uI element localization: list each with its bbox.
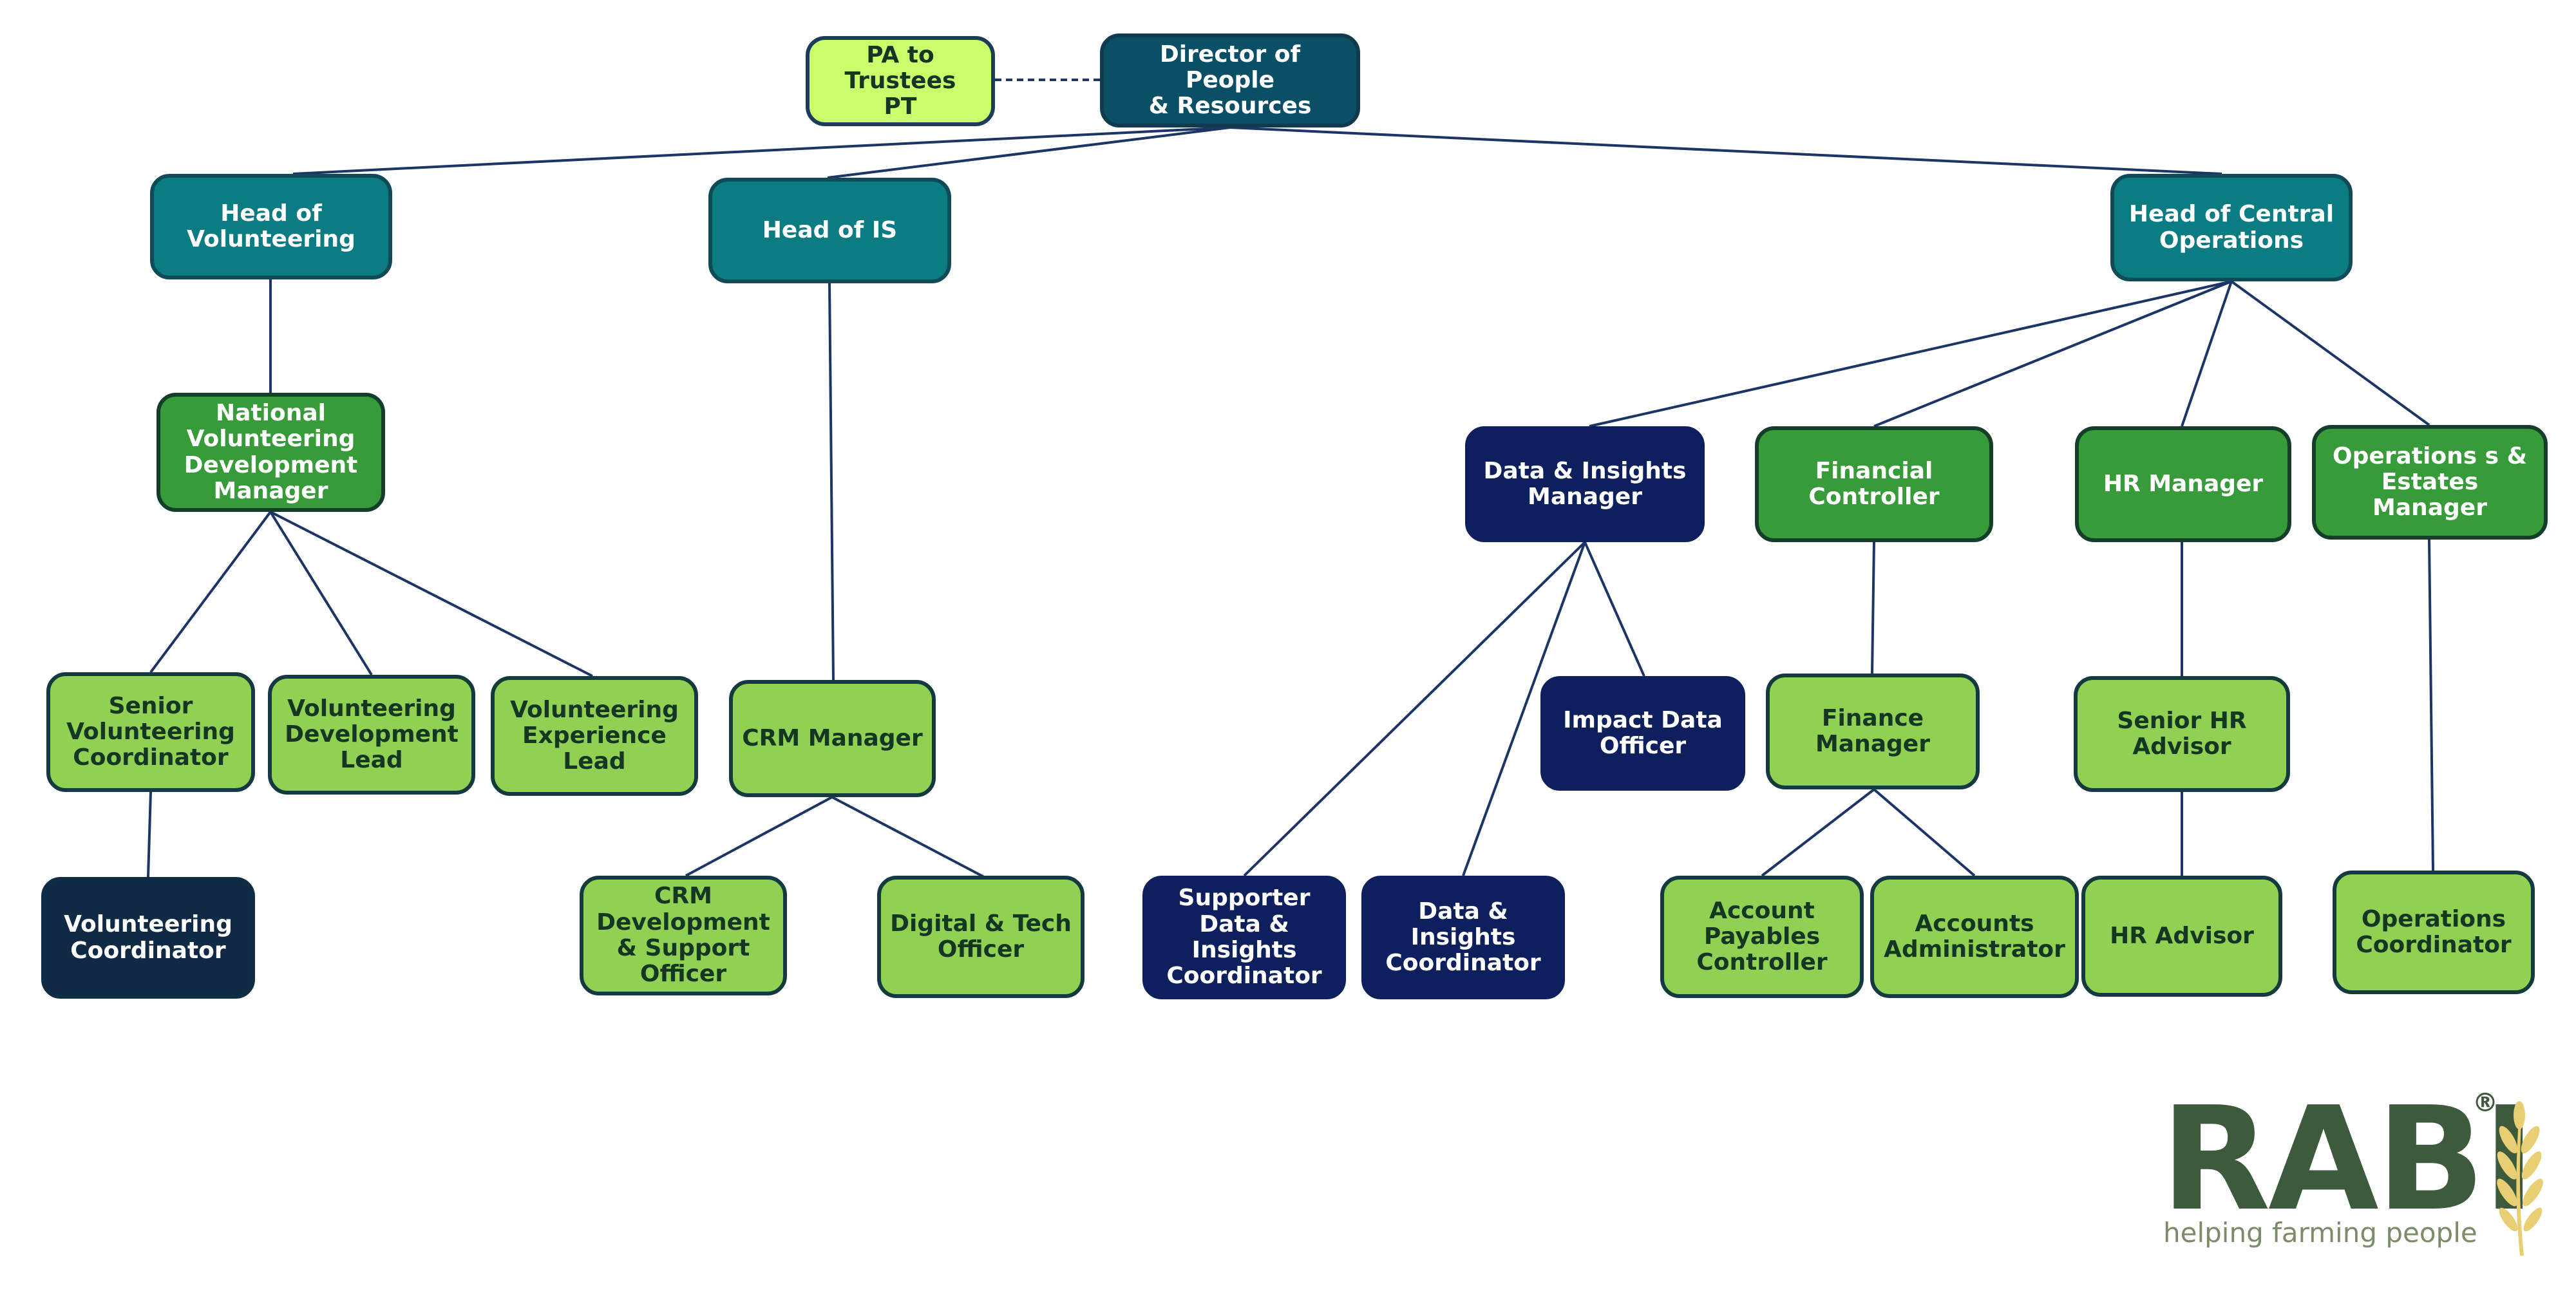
volunteering-coordinator-box: Volunteering Coordinator [41,877,255,999]
crm-development-support-officer-box: CRM Development & Support Officer [580,876,787,995]
financial-controller-box: Financial Controller [1755,426,1993,542]
node-label: CRM Development & Support Officer [596,883,770,988]
connector-line [685,796,833,877]
registered-mark: ® [2472,1088,2498,1118]
volunteering-development-lead-box: Volunteering Development Lead [268,675,475,795]
node-label: Supporter Data & Insights Coordinator [1166,885,1322,990]
impact-data-officer-box: Impact Data Officer [1540,676,1745,791]
node-label: Digital & Tech Officer [890,910,1072,963]
connector-line [270,511,593,677]
node-label: National Volunteering Development Manage… [184,399,358,504]
connector-line [1871,542,1875,674]
connector-line [1584,542,1645,677]
connector-line [1243,541,1586,877]
node-label: Financial Controller [1808,457,1940,510]
connector-line [147,791,152,878]
node-label: Senior HR Advisor [2117,707,2247,760]
hr-manager-box: HR Manager [2075,426,2291,542]
head-of-is-box: Head of IS [708,178,951,283]
node-label: PA to Trustees PT [844,41,956,120]
crm-manager-box: CRM Manager [729,680,936,797]
accounts-administrator-box: Accounts Administrator [1870,876,2079,998]
operations-coordinator-box: Operations Coordinator [2333,871,2535,994]
node-label: Operations s & Estates Manager [2332,442,2528,522]
operations-estates-manager-box: Operations s & Estates Manager [2312,425,2548,540]
connector-line [1873,788,1976,877]
node-label: Head of Central Operations [2128,201,2334,254]
node-label: Head of Volunteering [187,200,355,252]
node-label: Head of IS [762,216,898,243]
connector-line [828,283,835,681]
connector-line [149,511,272,674]
connector-line [831,796,985,878]
node-label: Impact Data Officer [1563,706,1723,759]
hr-advisor-box: HR Advisor [2081,876,2282,997]
node-label: HR Advisor [2110,922,2254,949]
connector-line [1873,280,2232,428]
account-payables-controller-box: Account Payables Controller [1660,876,1864,998]
logo-wordmark: RABI [2161,1077,2536,1243]
senior-hr-advisor-box: Senior HR Advisor [2074,676,2290,792]
pa-to-trustees-box: PA to Trustees PT [806,36,995,126]
supporter-data-insights-coordinator-box: Supporter Data & Insights Coordinator [1142,876,1346,999]
connector-line [1462,542,1586,876]
senior-volunteering-coordinator-box: Senior Volunteering Coordinator [46,672,255,792]
connector-line [2230,280,2430,426]
digital-tech-officer-box: Digital & Tech Officer [877,876,1084,998]
node-label: Data & Insights Coordinator [1385,898,1541,977]
connector-line [292,126,1231,175]
connector-line [2428,539,2434,871]
head-of-central-operations-box: Head of Central Operations [2110,174,2353,281]
connector-line [269,511,373,676]
node-label: CRM Manager [742,724,923,751]
node-label: Director of People & Resources [1148,41,1312,120]
node-label: Volunteering Coordinator [64,911,232,964]
finance-manager-box: Finance Manager [1766,674,1980,789]
logo-tagline: helping farming people [2163,1217,2477,1249]
connector-line [827,126,1231,179]
node-label: Accounts Administrator [1884,910,2065,963]
national-volunteering-development-manager-box: National Volunteering Development Manage… [156,393,385,512]
wheat-icon [2497,1101,2543,1256]
node-label: HR Manager [2103,470,2264,497]
connector-line [1229,126,2222,175]
node-label: Volunteering Development Lead [285,695,459,774]
rabi-logo: RABI ® helping farming people [2161,1088,2560,1262]
node-label: Data & Insights Manager [1483,457,1687,510]
connector-line [1761,788,1875,877]
node-label: Volunteering Experience Lead [510,696,679,775]
node-label: Finance Manager [1815,704,1930,757]
director-box: Director of People & Resources [1100,33,1360,127]
volunteering-experience-lead-box: Volunteering Experience Lead [491,676,698,796]
data-insights-coordinator-box: Data & Insights Coordinator [1361,876,1565,999]
connector-line [1589,280,2232,428]
head-of-volunteering-box: Head of Volunteering [150,174,392,279]
node-label: Account Payables Controller [1696,897,1828,976]
data-insights-manager-box: Data & Insights Manager [1465,426,1705,542]
node-label: Operations Coordinator [2356,905,2512,958]
node-label: Senior Volunteering Coordinator [66,692,235,771]
connector-line [2181,281,2233,427]
